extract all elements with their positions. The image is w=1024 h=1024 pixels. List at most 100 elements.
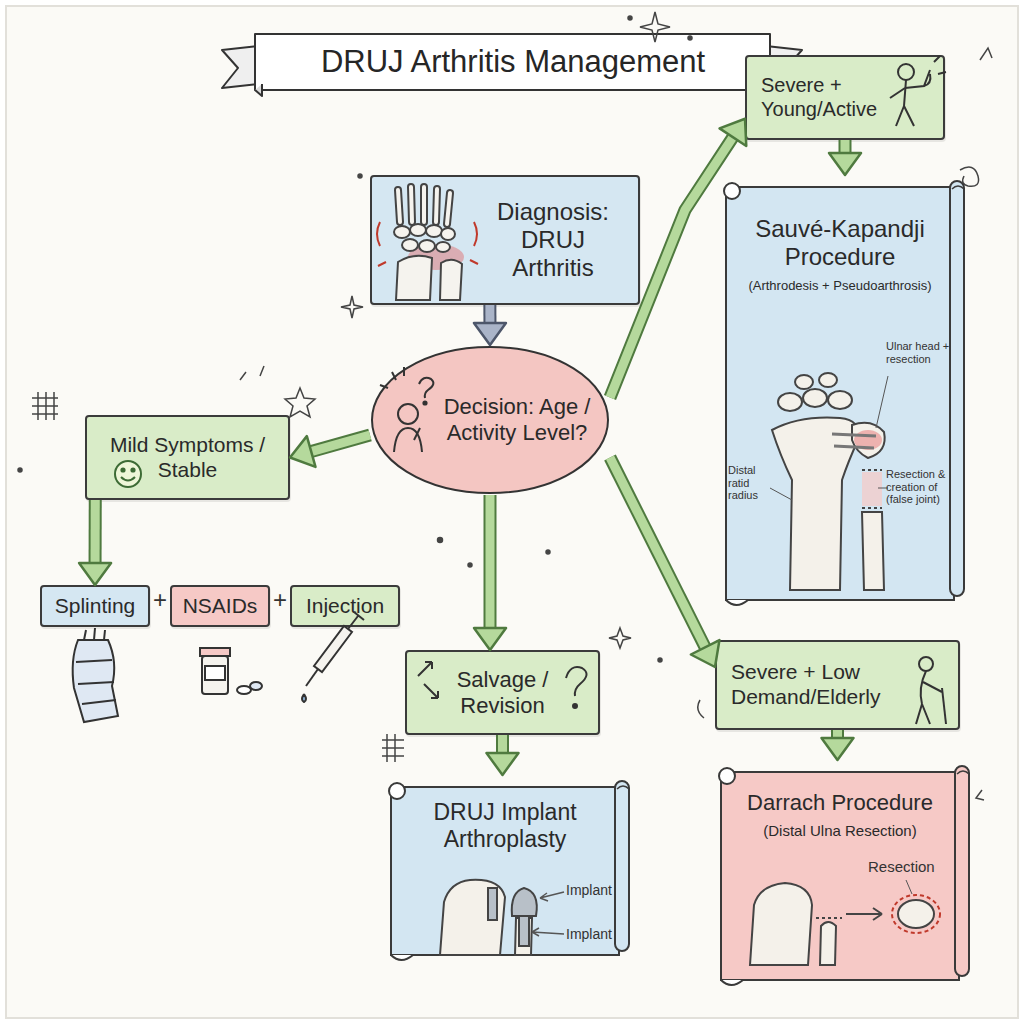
syringe-icon (348, 612, 364, 629)
scroll-curl (389, 783, 405, 799)
thinking-person-icon (394, 428, 422, 452)
smiley-icon (115, 461, 141, 487)
node-heading: DRUJ Implant Arthroplasty (415, 799, 595, 853)
sauve-kapandji-illustration (862, 512, 884, 590)
implant-illustration (512, 888, 537, 916)
arrow-head (474, 323, 506, 345)
flow-arrow (487, 735, 519, 775)
title-text: DRUJ Arthritis Management (321, 44, 705, 80)
arrow-outline (831, 730, 844, 738)
arrow-shaft (486, 495, 495, 628)
process-box: Mild Symptoms / Stable (85, 415, 290, 500)
scroll-curl (719, 768, 735, 784)
revision-icons (418, 662, 587, 708)
arrow-shaft (498, 735, 507, 753)
darrach-illustration (750, 880, 940, 965)
pill-bottle-icon (237, 686, 251, 694)
syringe-icon (314, 626, 352, 672)
title-banner (222, 46, 258, 88)
sauve-kapandji-illustration (770, 376, 888, 500)
node-heading: Severe + Young/Active (761, 74, 893, 121)
arrow-head (290, 436, 316, 467)
arrow-outline (484, 495, 497, 628)
darrach-illustration (816, 917, 842, 919)
doodles (438, 538, 443, 543)
treatment-box: Splinting (40, 585, 150, 627)
thinking-person-icon (380, 367, 404, 388)
revision-icons (566, 667, 587, 696)
arrow-outline (89, 500, 102, 563)
scroll-body (721, 772, 959, 980)
pill-bottle-icon (202, 656, 228, 694)
sauve-kapandji-illustration (770, 373, 888, 590)
splint-icon (73, 640, 118, 722)
node-heading: Sauvé-Kapandji Procedure (734, 215, 946, 272)
scroll-roll (952, 186, 964, 189)
doodles (32, 392, 58, 420)
wrist-illustration (398, 187, 450, 224)
part-label: Implant (566, 882, 626, 898)
node-heading: Severe + Low Demand/Elderly (731, 660, 910, 710)
part-label: Implant (566, 926, 626, 942)
sauve-kapandji-illustration (828, 391, 852, 409)
sauve-kapandji-illustration (772, 418, 859, 591)
part-label: Ulnar head + resection (886, 340, 952, 365)
flexing-person-icon (890, 88, 905, 98)
pill-bottle-icon (250, 682, 262, 690)
darrach-illustration (820, 922, 836, 965)
implant-illustration (440, 880, 505, 955)
revision-icons (573, 704, 577, 708)
thinking-person-icon (414, 428, 420, 440)
node-heading: Salvage / Revision (447, 667, 558, 719)
process-box: Severe + Low Demand/Elderly (715, 640, 960, 730)
arrow-shaft (610, 137, 733, 397)
arrow-head (79, 563, 111, 585)
arrow-outline (610, 137, 733, 397)
flow-arrow (610, 458, 719, 668)
node-heading: Mild Symptoms / Stable (97, 433, 278, 483)
title-banner (255, 34, 770, 90)
arrow-shaft (841, 140, 850, 153)
wrist-illustration (377, 222, 478, 266)
wrist-illustration (436, 242, 450, 252)
scroll-curl (721, 980, 743, 985)
part-label: Resection (868, 858, 958, 875)
darrach-illustration (898, 900, 934, 928)
thinking-person-icon (380, 367, 433, 452)
flexing-person-icon (896, 80, 914, 126)
elderly-person-icon (916, 671, 930, 724)
part-label: Distal ratid radius (728, 464, 774, 502)
thinking-person-icon (423, 401, 426, 404)
elderly-person-icon (942, 688, 946, 724)
flexing-person-icon (890, 56, 946, 126)
splint-icon (84, 628, 105, 640)
arrow-outline (610, 458, 705, 648)
scroll-roll (617, 786, 629, 789)
syringe-icon (306, 669, 318, 686)
node-heading: Splinting (46, 594, 144, 619)
treatment-box: NSAIDs (170, 585, 270, 627)
doodles (358, 174, 362, 178)
wrist-illustration (396, 256, 432, 300)
doodles (640, 12, 670, 42)
scroll-body (726, 187, 954, 600)
node-subtext: (Arthrodesis + Pseudoarthrosis) (734, 278, 946, 293)
splint-icon (76, 660, 116, 704)
paper (6, 6, 1018, 1018)
wrist-illustration (441, 228, 455, 240)
arrow-shaft (833, 730, 842, 738)
node-heading: Injection (296, 594, 394, 619)
wrist-illustration (398, 187, 450, 224)
pill-bottle-icon (200, 648, 230, 656)
scroll-curl (726, 600, 748, 605)
sauve-kapandji-illustration (854, 430, 882, 450)
splint-icon (73, 628, 118, 722)
syringe-icon (302, 612, 364, 702)
sauve-kapandji-illustration (803, 389, 827, 407)
darrach-illustration (906, 880, 912, 894)
process-box: Severe + Young/Active (745, 55, 945, 140)
part-label: Resection & creation of (false joint) (886, 468, 952, 506)
smiley-icon (115, 461, 141, 487)
